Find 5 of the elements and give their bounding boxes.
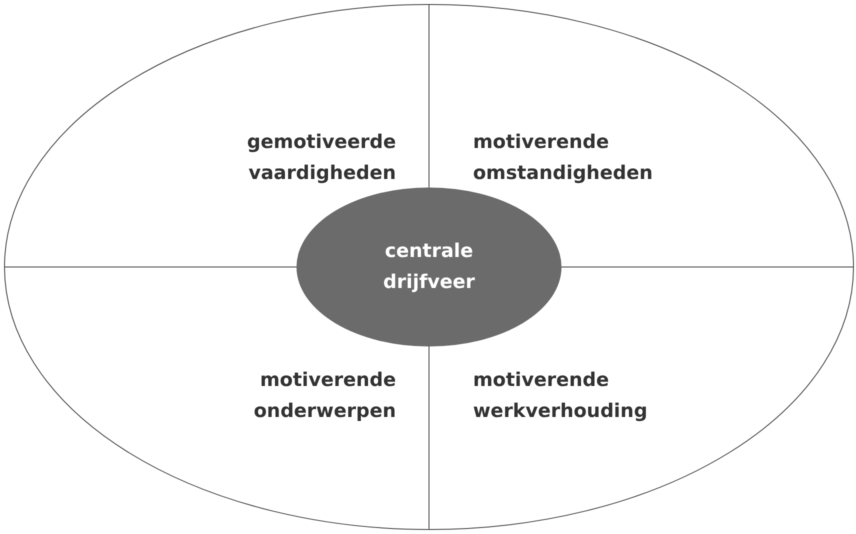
quadrant-label: motiverende onderwerpen bbox=[252, 368, 396, 424]
quadrant-label: motiverende werkverhouding bbox=[473, 368, 648, 424]
quadrant-label: gemotiveerde vaardigheden bbox=[246, 130, 396, 186]
center-label: centrale drijfveer bbox=[382, 239, 476, 295]
quadrant-label: motiverende omstandigheden bbox=[473, 130, 654, 186]
